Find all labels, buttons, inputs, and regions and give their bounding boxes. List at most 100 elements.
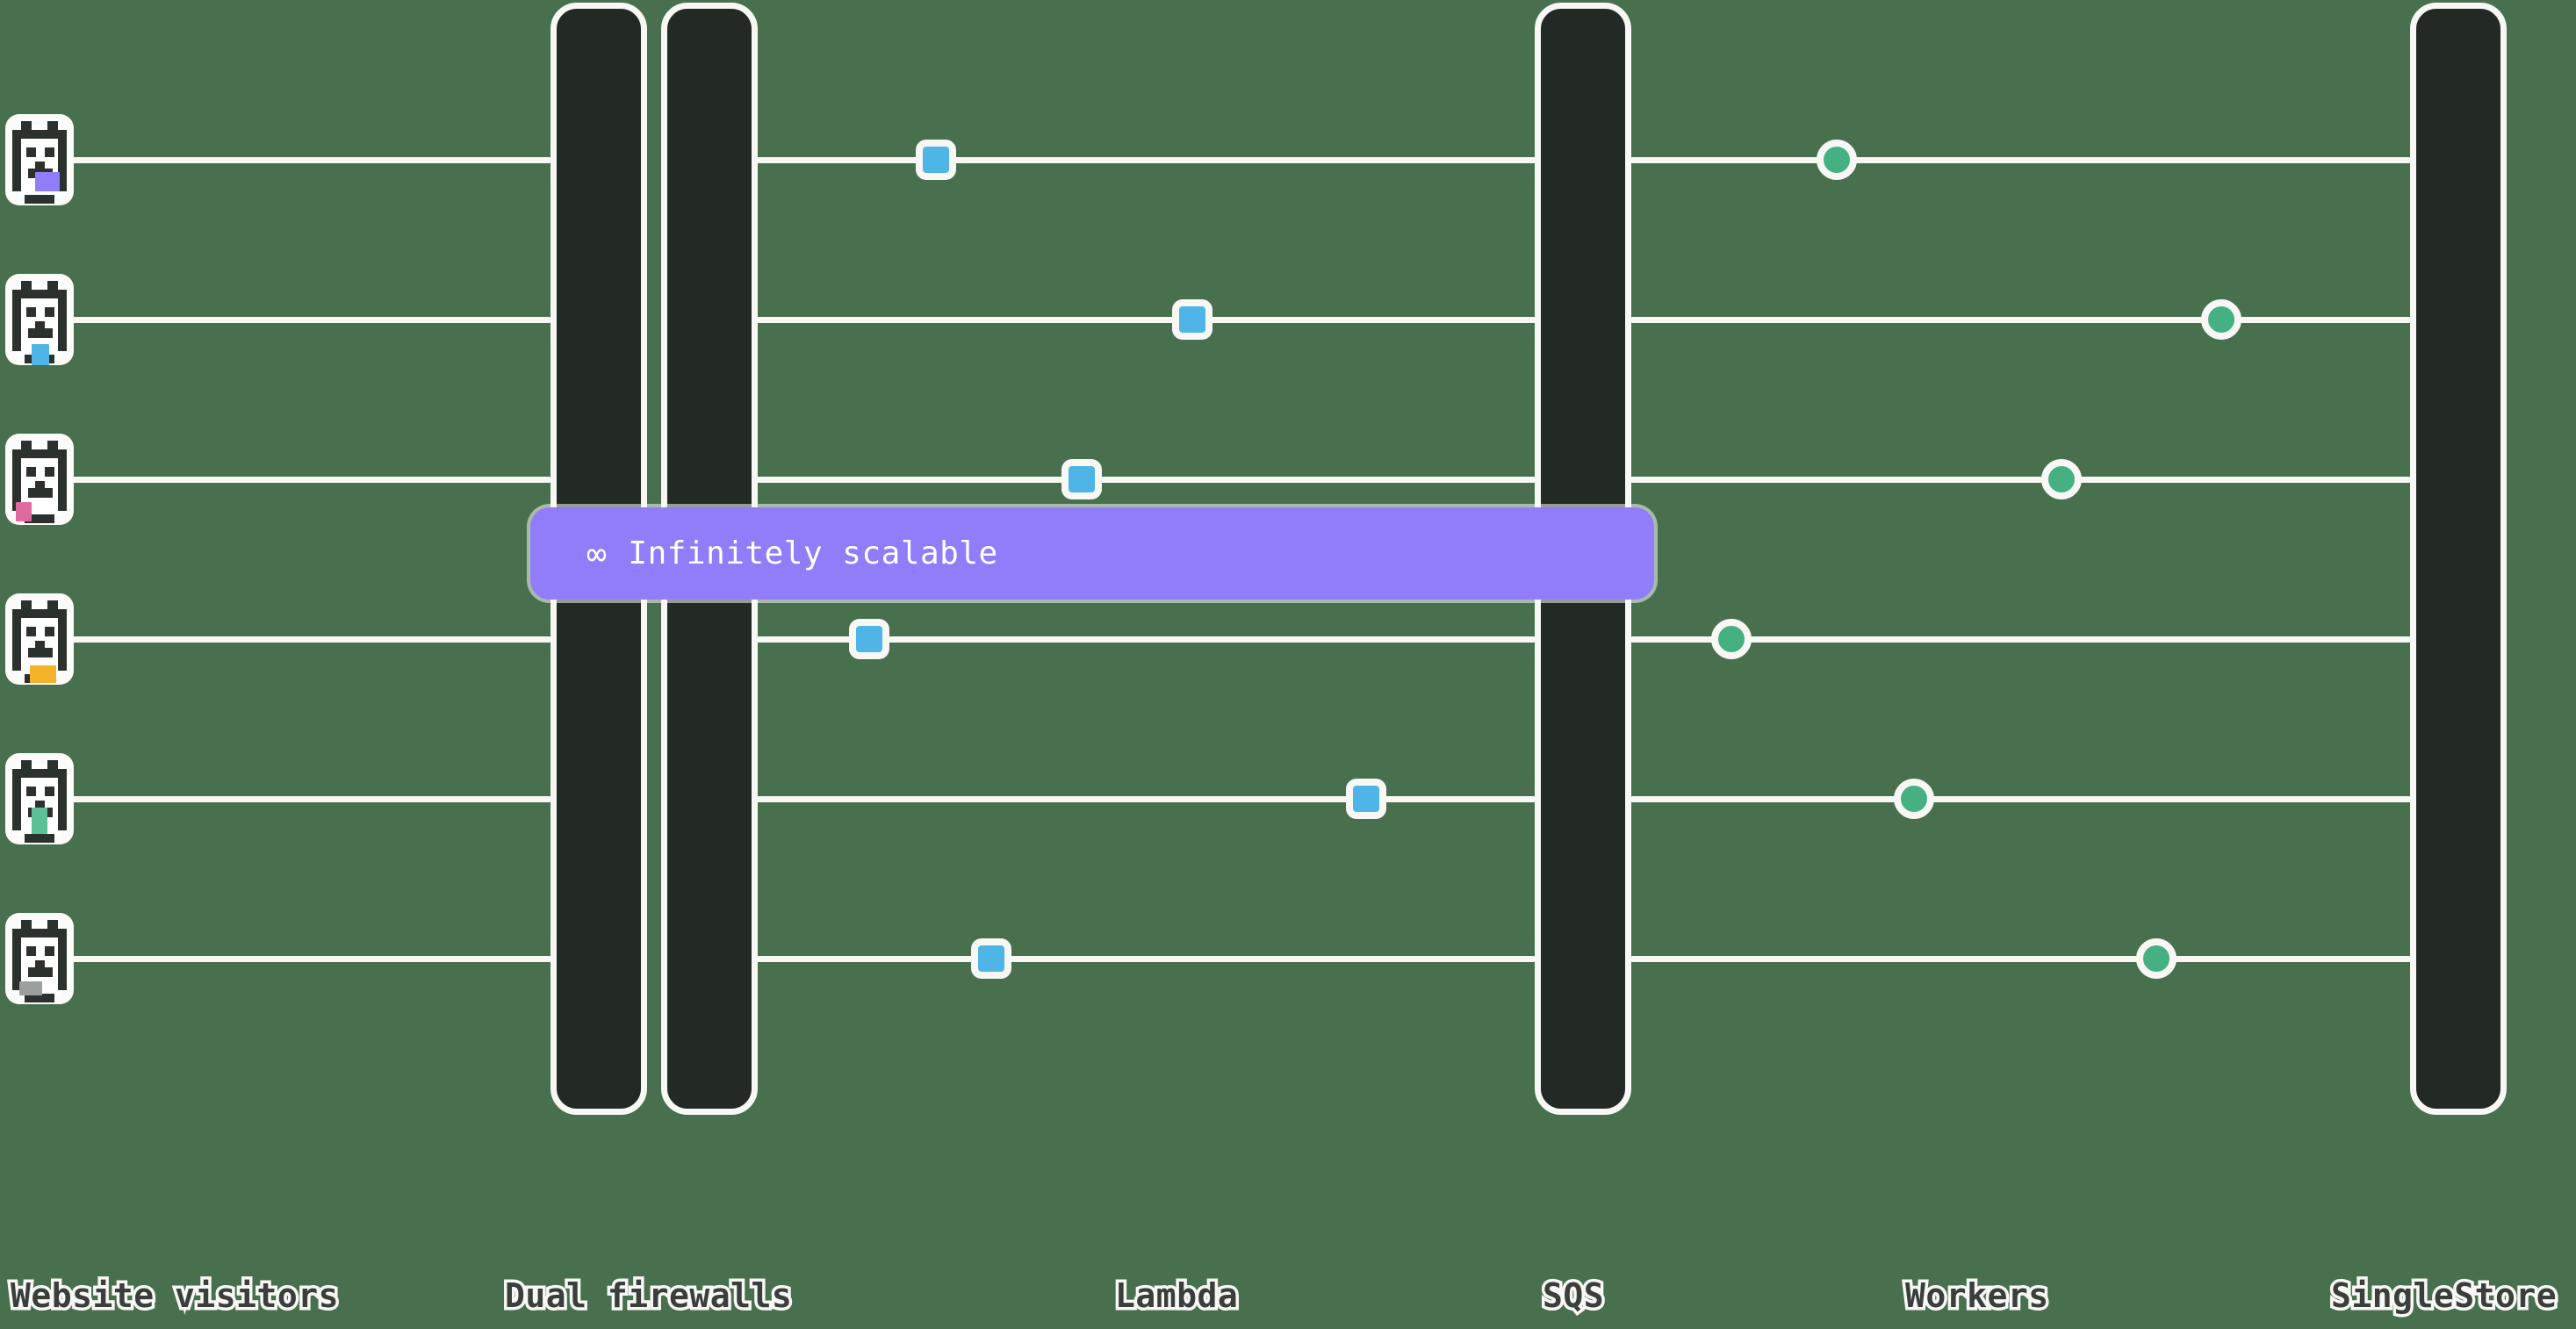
avatar-pixel-eyeL: [26, 307, 36, 317]
avatar-pixel-armR: [58, 290, 67, 351]
worker-node-row-1[interactable]: [1817, 140, 1857, 180]
flow-track-row-6-seg-3: [1631, 956, 2410, 962]
lambda-node-row-2[interactable]: [1172, 299, 1212, 340]
avatar-pixel-armR: [58, 769, 67, 830]
avatar-pixel-armR: [58, 449, 67, 511]
lambda-node-row-3[interactable]: [1061, 459, 1102, 499]
avatar-pixel-eyeR: [45, 787, 54, 796]
column-label-dual-firewalls: Dual firewalls: [501, 1274, 795, 1318]
flow-track-row-3-seg-2: [758, 477, 1535, 483]
visitor-avatar-4[interactable]: [5, 593, 74, 685]
avatar-pixel-brow: [21, 929, 58, 937]
avatar-pixel-noseB: [28, 648, 53, 657]
flow-track-row-4-seg-2: [758, 636, 1535, 643]
column-label-website-visitors: Website visitors: [7, 1274, 342, 1318]
worker-node-row-6[interactable]: [2136, 938, 2177, 979]
avatar-pixel-armL: [12, 609, 21, 671]
avatar-pixel-noseB: [28, 328, 53, 338]
avatar-pixel-hatR: [47, 760, 58, 771]
avatar-accent-1: [35, 172, 60, 191]
avatar-pixel-eyeR: [45, 467, 54, 477]
avatar-pixel-noseB: [28, 967, 53, 977]
avatar-pixel-eyeL: [26, 627, 36, 636]
lambda-node-row-1[interactable]: [916, 140, 956, 180]
avatar-accent-6: [19, 981, 42, 995]
flow-track-row-4-seg-1: [54, 636, 550, 643]
avatar-pixel-hatL: [21, 281, 32, 291]
visitor-avatar-2[interactable]: [5, 274, 74, 365]
avatar-pixel-armR: [58, 130, 67, 191]
visitor-avatar-3[interactable]: [5, 434, 74, 525]
visitor-avatar-6[interactable]: [5, 913, 74, 1004]
worker-node-row-5[interactable]: [1894, 779, 1934, 819]
flow-track-row-1-seg-3: [1631, 157, 2410, 163]
avatar-pixel-hatL: [21, 760, 32, 771]
avatar-pixel-armR: [58, 609, 67, 671]
avatar-pixel-armL: [12, 130, 21, 191]
avatar-accent-2: [32, 344, 49, 365]
avatar-pixel-armL: [12, 769, 21, 830]
avatar-pixel-armR: [58, 929, 67, 990]
avatar-pixel-armL: [12, 929, 21, 990]
callout-text: Infinitely scalable: [628, 535, 998, 571]
avatar-pixel-brow: [21, 290, 58, 298]
flow-track-row-6-seg-1: [54, 956, 550, 962]
flow-track-row-1-seg-2: [758, 157, 1535, 163]
avatar-pixel-foot: [25, 834, 54, 843]
flow-track-row-2-seg-2: [758, 317, 1535, 323]
avatar-pixel-eyeL: [26, 787, 36, 796]
singlestore-pillar[interactable]: [2410, 3, 2507, 1115]
flow-track-row-1-seg-1: [54, 157, 550, 163]
avatar-pixel-hatR: [47, 121, 58, 132]
flow-track-row-5-seg-3: [1631, 796, 2410, 802]
avatar-pixel-foot: [25, 994, 54, 1002]
flow-track-row-5-seg-2: [758, 796, 1535, 802]
avatar-pixel-noseT: [35, 641, 45, 650]
lambda-node-row-6[interactable]: [971, 938, 1011, 979]
flow-track-row-6-seg-2: [758, 956, 1535, 962]
avatar-pixel-eyeL: [26, 946, 36, 956]
flow-track-row-3-seg-3: [1631, 477, 2410, 483]
visitor-avatar-5[interactable]: [5, 753, 74, 844]
lambda-node-row-4[interactable]: [849, 619, 889, 659]
worker-node-row-2[interactable]: [2201, 299, 2241, 340]
worker-node-row-3[interactable]: [2041, 459, 2082, 499]
avatar-pixel-hatL: [21, 600, 32, 611]
flow-track-row-3-seg-1: [54, 477, 550, 483]
flow-track-row-2-seg-1: [54, 317, 550, 323]
column-label-singlestore: SingleStore: [2328, 1274, 2559, 1318]
avatar-pixel-hatL: [21, 441, 32, 451]
avatar-accent-4: [30, 665, 56, 683]
avatar-pixel-hatR: [47, 441, 58, 451]
avatar-pixel-eyeL: [26, 467, 36, 477]
avatar-pixel-hatR: [47, 600, 58, 611]
avatar-pixel-foot: [25, 514, 54, 523]
column-label-lambda: Lambda: [1112, 1274, 1241, 1318]
avatar-pixel-eyeR: [45, 946, 54, 956]
infinity-icon: ∞: [586, 534, 608, 573]
avatar-pixel-hatL: [21, 121, 32, 132]
avatar-pixel-brow: [21, 130, 58, 139]
avatar-accent-5: [32, 808, 47, 834]
column-label-workers: Workers: [1903, 1274, 2052, 1318]
avatar-pixel-noseT: [35, 960, 45, 970]
flow-track-row-4-seg-3: [1631, 636, 2410, 643]
avatar-pixel-hatR: [47, 281, 58, 291]
avatar-pixel-brow: [21, 769, 58, 778]
flow-track-row-2-seg-3: [1631, 317, 2410, 323]
avatar-pixel-noseB: [28, 488, 53, 498]
worker-node-row-4[interactable]: [1711, 619, 1752, 659]
avatar-pixel-noseT: [35, 162, 45, 171]
avatar-pixel-armL: [12, 290, 21, 351]
avatar-pixel-hatL: [21, 920, 32, 930]
avatar-pixel-armL: [12, 449, 21, 511]
avatar-pixel-eyeR: [45, 147, 54, 157]
avatar-accent-3: [16, 502, 32, 521]
lambda-node-row-5[interactable]: [1346, 779, 1386, 819]
visitor-avatar-1[interactable]: [5, 114, 74, 205]
column-label-sqs: SQS: [1539, 1274, 1607, 1318]
avatar-pixel-foot: [25, 195, 54, 204]
avatar-pixel-eyeL: [26, 147, 36, 157]
scalability-callout-banner[interactable]: ∞ Infinitely scalable: [530, 507, 1654, 600]
